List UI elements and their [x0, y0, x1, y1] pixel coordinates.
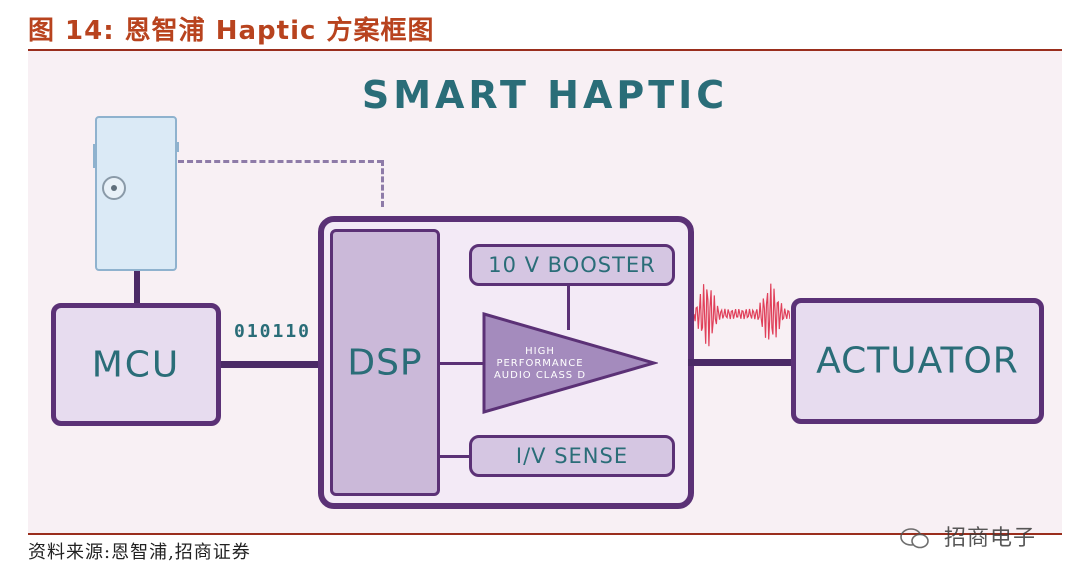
amplifier-label-line-3: AUDIO CLASS D — [493, 370, 587, 381]
mcu-label: MCU — [91, 344, 181, 385]
watermark: 招商电子 — [900, 520, 1036, 552]
smart-haptic-chip: DSP 10 V BOOSTER HIGH PERFORMANCE AUDIO … — [318, 216, 694, 509]
mcu-block: MCU — [51, 303, 221, 426]
phone-side-button-right — [176, 142, 179, 152]
phone-camera-icon — [102, 176, 126, 200]
iv-sense-block: I/V SENSE — [469, 435, 675, 477]
booster-amp-connector — [567, 286, 570, 330]
dashed-connector-vertical — [381, 160, 384, 207]
wechat-icon — [900, 528, 929, 549]
dsp-label: DSP — [347, 342, 423, 383]
amplifier-label-line-2: PERFORMANCE — [496, 358, 584, 369]
figure-title: 图 14: 恩智浦 Haptic 方案框图 — [28, 16, 435, 46]
phone-side-button — [93, 144, 96, 168]
source-note: 资料来源:恩智浦,招商证券 — [28, 542, 251, 563]
watermark-text: 招商电子 — [944, 526, 1037, 551]
dsp-block: DSP — [330, 229, 440, 496]
dsp-amp-connector — [440, 362, 484, 365]
mcu-dsp-bus — [221, 361, 319, 368]
amplifier-label: HIGH PERFORMANCE AUDIO CLASS D — [482, 346, 598, 382]
data-bits-label: 010110 — [234, 321, 312, 342]
actuator-label: ACTUATOR — [816, 340, 1019, 382]
waveform-icon — [694, 283, 790, 347]
title-rule — [28, 49, 1062, 51]
bottom-rule — [28, 533, 1062, 535]
actuator-block: ACTUATOR — [791, 298, 1044, 424]
phone-mcu-connector — [134, 271, 140, 304]
chip-actuator-connector — [688, 359, 792, 366]
amplifier-label-line-1: HIGH — [525, 346, 555, 357]
phone-icon — [93, 116, 179, 271]
diagram-heading: SMART HAPTIC — [361, 73, 729, 117]
booster-block: 10 V BOOSTER — [469, 244, 675, 286]
diagram-panel: SMART HAPTIC MCU 010110 DSP 10 V BOOSTER… — [28, 51, 1062, 533]
dashed-connector-horizontal — [178, 160, 383, 163]
dsp-ivsense-connector — [440, 455, 471, 458]
amplifier-icon — [482, 312, 658, 414]
